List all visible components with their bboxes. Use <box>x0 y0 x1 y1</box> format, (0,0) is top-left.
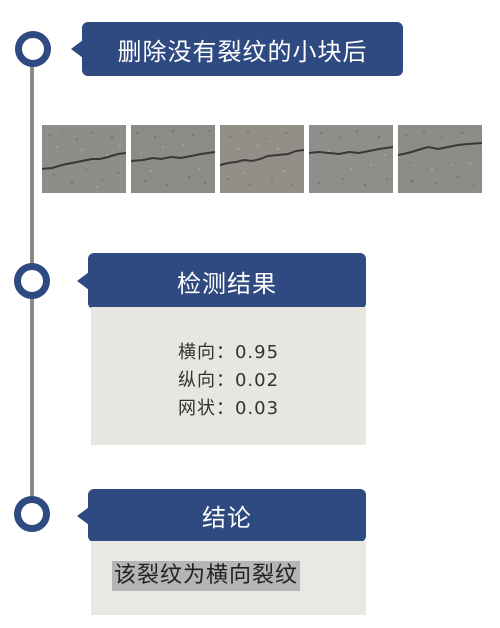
section-title-conclusion: 结论 <box>202 504 252 532</box>
section-title-results: 检测结果 <box>177 269 277 298</box>
result-network: 网状：0.03 <box>177 398 280 419</box>
timeline-node-1 <box>15 31 51 67</box>
result-longitudinal: 纵向：0.02 <box>177 370 280 391</box>
results-list: 横向：0.95 纵向：0.02 网状：0.03 <box>91 339 366 423</box>
timeline-node-2 <box>14 263 50 299</box>
result-transverse: 横向：0.95 <box>177 342 280 363</box>
section-header-conclusion: 结论 <box>77 489 366 542</box>
crack-tiles-row <box>42 125 482 193</box>
crack-tile-2 <box>131 125 215 193</box>
section-header-results: 检测结果 <box>77 253 366 309</box>
timeline-node-3 <box>14 496 50 532</box>
results-panel: 横向：0.95 纵向：0.02 网状：0.03 <box>91 307 366 445</box>
conclusion-panel: 该裂纹为横向裂纹 <box>91 541 366 615</box>
section-title-tiles: 删除没有裂纹的小块后 <box>117 37 368 66</box>
conclusion-text: 该裂纹为横向裂纹 <box>112 561 301 591</box>
section-header-tiles: 删除没有裂纹的小块后 <box>71 22 403 76</box>
crack-tile-5 <box>398 125 482 193</box>
crack-tile-1 <box>42 125 126 193</box>
crack-tile-4 <box>309 125 393 193</box>
crack-tile-3 <box>220 125 304 193</box>
